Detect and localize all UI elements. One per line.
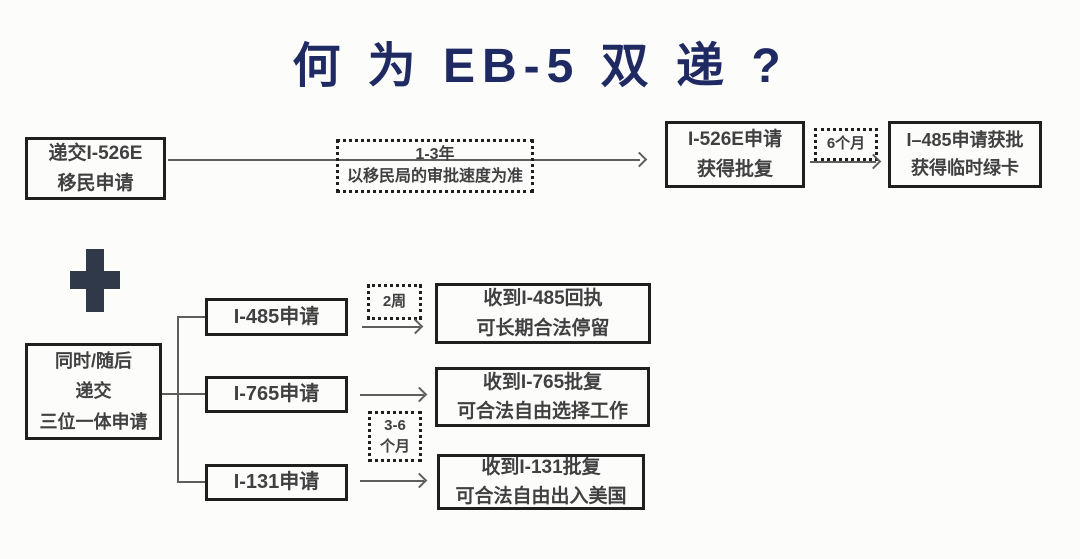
i765-line	[360, 394, 424, 396]
concurrent-filing-line3: 三位一体申请	[39, 411, 148, 432]
six-months-line	[810, 161, 876, 163]
i765-application-box: I-765申请	[205, 376, 348, 413]
i131-application-box: I-131申请	[205, 464, 348, 501]
i485-approved-line1: I–485申请获批	[906, 129, 1024, 150]
i485-line	[362, 326, 420, 328]
i765-arrowhead-icon	[411, 386, 428, 403]
i131-result-box: 收到I-131批复 可合法自由出入美国	[437, 454, 645, 510]
processing-time-line2: 以移民局的审批速度为准	[346, 168, 523, 185]
i485-arrowhead-icon	[407, 318, 424, 335]
two-weeks-label: 2周	[367, 284, 422, 320]
connector-line-branch-bottom	[177, 481, 205, 483]
submit-i526e-line1: 递交I-526E	[48, 143, 143, 165]
connector-line-trunk	[162, 393, 205, 395]
i485-approved-line2: 获得临时绿卡	[911, 157, 1019, 178]
i526e-approved-box: I-526E申请 获得批复	[665, 121, 805, 188]
i485-result-box: 收到I-485回执 可长期合法停留	[435, 283, 651, 344]
processing-time-note: 1-3年 以移民局的审批速度为准	[336, 139, 534, 193]
plus-icon	[70, 249, 120, 312]
connector-line-vertical	[177, 316, 179, 482]
page-title: 何 为 EB-5 双 递 ?	[292, 40, 788, 93]
i765-result-box: 收到I-765批复 可合法自由选择工作	[435, 367, 650, 427]
three-to-six-months-label: 3-6 个月	[368, 411, 422, 462]
connector-line-branch-top	[177, 316, 205, 318]
i526e-approved-line1: I-526E申请	[688, 129, 782, 151]
processing-time-line1: 1-3年	[415, 146, 455, 164]
i485-approved-box: I–485申请获批 获得临时绿卡	[888, 121, 1042, 188]
main-timeline-line	[168, 159, 640, 161]
main-timeline-arrowhead-icon	[631, 151, 648, 168]
i131-arrowhead-icon	[411, 472, 428, 489]
i131-line	[360, 480, 424, 482]
six-months-label: 6个月	[814, 128, 878, 161]
concurrent-filing-box: 同时/随后 递交 三位一体申请	[25, 343, 162, 440]
concurrent-filing-line2: 递交	[75, 381, 112, 402]
concurrent-filing-line1: 同时/随后	[54, 350, 132, 371]
submit-i526e-line2: 移民申请	[57, 172, 134, 194]
submit-i526e-box: 递交I-526E 移民申请	[25, 137, 166, 200]
i526e-approved-line2: 获得批复	[696, 158, 773, 180]
i485-application-box: I-485申请	[205, 298, 348, 336]
